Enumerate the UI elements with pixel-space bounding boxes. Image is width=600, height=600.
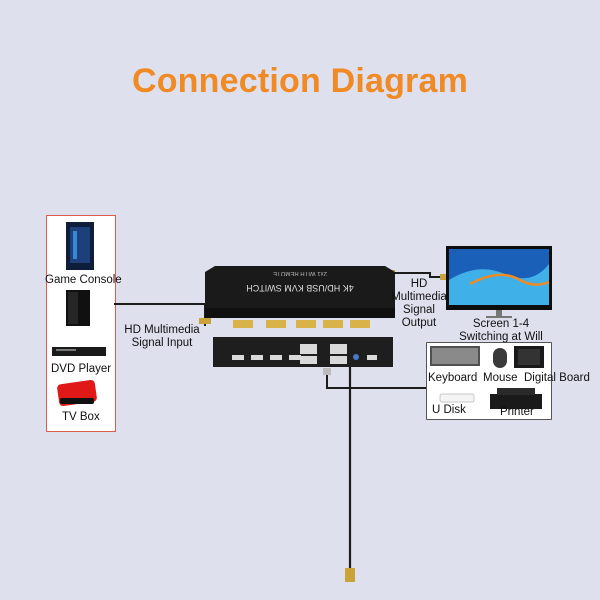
mouse-icon [493, 348, 507, 368]
label-input-line2: Signal Input [131, 337, 193, 349]
page-title: Connection Diagram [131, 62, 469, 100]
label-u-disk: U Disk [432, 404, 466, 416]
bottom-cable-connector [345, 568, 355, 582]
monitor-icon [446, 246, 552, 318]
usb-cable-connector [323, 368, 331, 375]
label-digital-board: Digital Board [524, 372, 590, 384]
kvm-switch-top-unit [205, 266, 395, 328]
kvm-switch-front-unit [213, 337, 393, 367]
label-output-line2: Multimedia [391, 291, 447, 303]
label-screen-line1: Screen 1-4 [472, 318, 530, 330]
playstation-icon [66, 290, 90, 326]
usb-cable [326, 370, 426, 389]
u-disk-icon [439, 393, 475, 403]
switch-top-text: 4K HD/USB KVM SWITCH [246, 283, 354, 293]
label-output: HD Multimedia Signal Output [386, 278, 452, 330]
label-tv-box: TV Box [62, 411, 100, 423]
digital-board-icon [514, 346, 544, 368]
printer-icon [490, 388, 542, 409]
dvd-player-icon [52, 347, 106, 356]
label-input: HD Multimedia Signal Input [114, 324, 210, 350]
tv-box-icon [57, 379, 97, 407]
label-output-line3: Signal [403, 304, 435, 316]
keyboard-icon [430, 346, 480, 366]
input-cable [114, 303, 206, 326]
label-printer: Printer [500, 406, 534, 418]
output-cable [395, 272, 449, 278]
label-game-console: Game Console [45, 274, 122, 286]
label-output-line1: HD [410, 278, 428, 290]
label-screen: Screen 1-4 Switching at Will [452, 318, 550, 344]
label-keyboard: Keyboard [428, 372, 478, 384]
label-dvd-player: DVD Player [51, 363, 112, 375]
label-screen-line2: Switching at Will [459, 331, 543, 343]
game-console-icon [66, 222, 94, 270]
output-cable-connector-b [440, 274, 449, 280]
input-cable-connector [199, 318, 211, 324]
switch-sub-text: 2x1 WITH REMOTE [273, 270, 328, 276]
label-output-line4: Output [401, 317, 437, 329]
label-input-line1: HD Multimedia [124, 324, 200, 336]
label-mouse: Mouse [483, 372, 518, 384]
